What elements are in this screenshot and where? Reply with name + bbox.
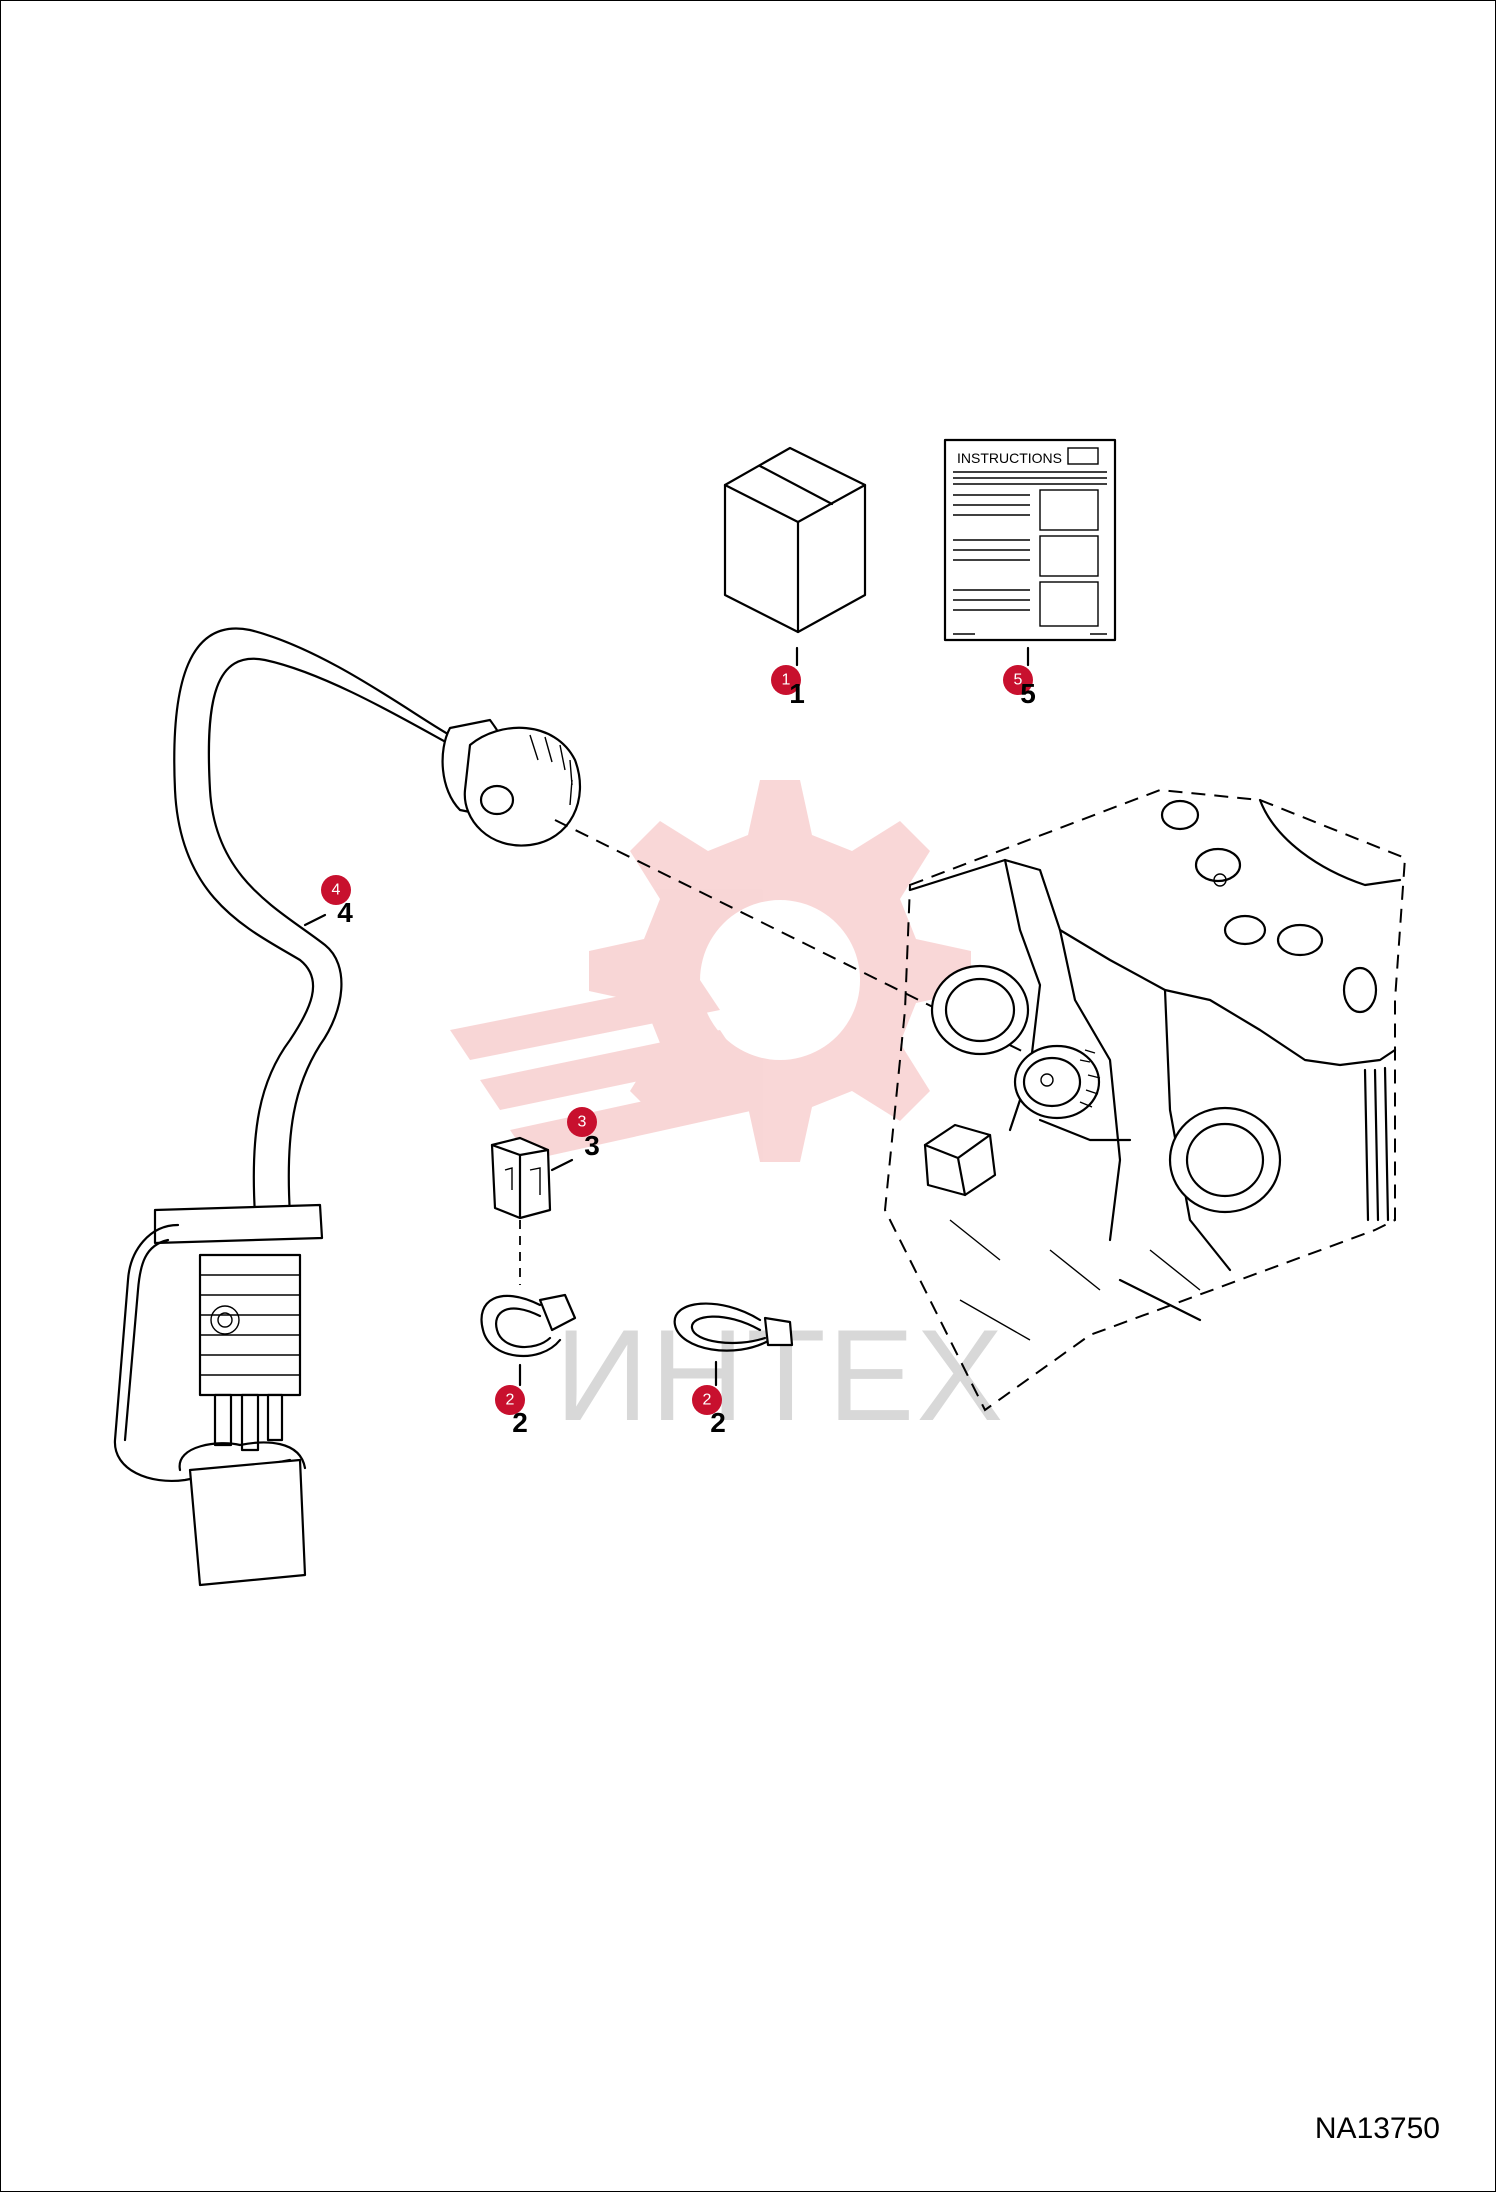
watermark-logo bbox=[450, 780, 971, 1162]
part-number-5: 5 bbox=[1020, 678, 1036, 709]
watermark-swoosh bbox=[480, 1030, 740, 1110]
part-number-2: 2 bbox=[710, 1407, 726, 1438]
part-number-1: 1 bbox=[789, 678, 805, 709]
part-number-4: 4 bbox=[337, 897, 353, 928]
watermark-swoosh bbox=[510, 1080, 755, 1160]
watermark-swoosh bbox=[450, 980, 720, 1060]
svg-text:2: 2 bbox=[703, 1392, 712, 1409]
callout-badge-4: 4 bbox=[321, 875, 351, 905]
instructions-sheet: INSTRUCTIONS bbox=[943, 438, 1117, 642]
svg-text:2: 2 bbox=[506, 1392, 515, 1409]
callout-badge-5: 5 bbox=[1003, 665, 1033, 695]
cable-tie bbox=[480, 1293, 577, 1358]
callout-badge-1: 1 bbox=[771, 665, 801, 695]
leader-line bbox=[303, 913, 327, 927]
svg-text:4: 4 bbox=[332, 882, 341, 899]
part-number-2: 2 bbox=[512, 1407, 528, 1438]
callout-badge-2: 2 bbox=[495, 1385, 525, 1415]
engine-block bbox=[883, 788, 1407, 1412]
callout-badge-3: 3 bbox=[567, 1107, 597, 1137]
part-number-3: 3 bbox=[584, 1130, 600, 1161]
callout-badge-2: 2 bbox=[692, 1385, 722, 1415]
cord-clip bbox=[490, 1136, 552, 1220]
heater-cord bbox=[113, 627, 582, 1587]
svg-text:5: 5 bbox=[1014, 672, 1023, 689]
drawing-number: NA13750 bbox=[1314, 2112, 1440, 2145]
svg-text:3: 3 bbox=[578, 1114, 587, 1131]
instructions-label: INSTRUCTIONS bbox=[957, 450, 1062, 466]
block-heater-box bbox=[723, 446, 867, 634]
leader-line bbox=[550, 1158, 574, 1172]
svg-text:1: 1 bbox=[782, 672, 791, 689]
cable-tie bbox=[673, 1302, 794, 1352]
